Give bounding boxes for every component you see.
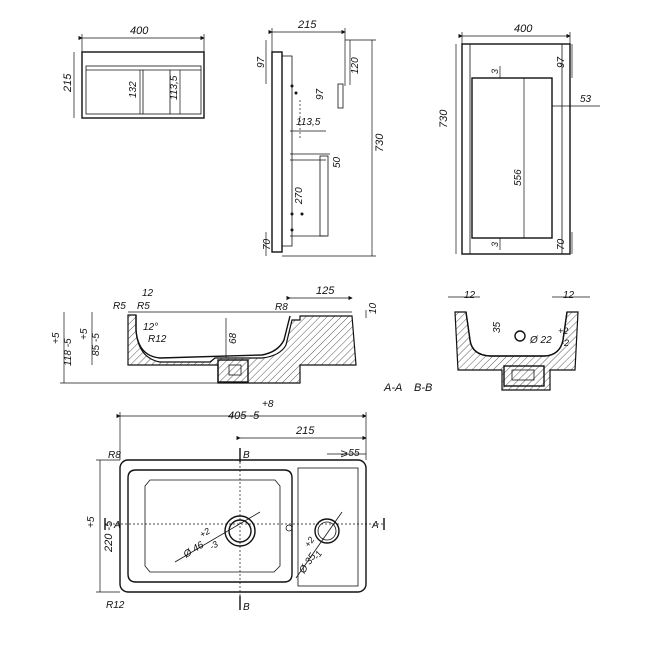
section-aa-label: A-A (383, 382, 402, 394)
bb-height-label: 35 (492, 321, 503, 333)
plan-mark-a-right: A (371, 520, 379, 531)
aa-total-tol-label: +5 (51, 332, 62, 344)
plan-mark-a-left: A (113, 520, 121, 531)
plan-min-label: ⩾55 (340, 448, 360, 459)
rear-view: 400 730 97 53 3 556 3 70 (438, 23, 600, 255)
plan-mark-b-bottom: B (243, 602, 250, 613)
aa-basin-tol-label: +5 (79, 328, 90, 340)
plan-width-tol-label: +8 (262, 399, 274, 410)
front-height-label: 215 (62, 73, 74, 93)
section-bb: 12 12 35 Ø 22 +2 -2 (448, 290, 590, 391)
aa-width-label: 125 (316, 285, 335, 297)
side-view: 215 97 120 97 113,5 50 270 70 730 (256, 19, 386, 257)
bb-tol-top-label: +2 (558, 326, 568, 336)
aa-angle-label: 12° (143, 322, 158, 333)
side-width-label: 215 (297, 19, 317, 31)
aa-r5-left-label: R5 (113, 301, 126, 312)
bb-right-label: 12 (563, 290, 575, 301)
plan-width-label: 405 -5 (228, 410, 260, 422)
plan-drain-dia-label: Ø 46 (181, 539, 206, 561)
rear-inner-height-label: 556 (513, 169, 524, 186)
plan-r8-label: R8 (108, 450, 121, 461)
plan-height-label: 220 -5 (103, 520, 115, 553)
plan-height-tol-label: +5 (86, 516, 97, 528)
side-top-label: 97 (256, 56, 267, 68)
side-upper-label: 120 (350, 57, 361, 74)
plan-r12-label: R12 (106, 600, 125, 611)
side-depth-label: 113,5 (296, 117, 321, 128)
plan-drain-tol-bot-label: -3 (208, 539, 220, 552)
rear-height-label: 730 (438, 109, 450, 128)
aa-r5-right-label: R5 (137, 301, 150, 312)
rear-width-label: 400 (514, 23, 533, 35)
bb-tol-bot-label: -2 (561, 338, 569, 348)
plan-offset-label: 215 (295, 425, 315, 437)
aa-depth-label: 68 (228, 332, 239, 344)
aa-rim-label: 10 (368, 302, 379, 314)
side-50-label: 50 (332, 156, 343, 168)
aa-r8-label: R8 (275, 302, 288, 313)
front-inner-height-label: 132 (128, 81, 139, 98)
front-view: 400 215 132 113,5 (62, 25, 205, 119)
side-mid-label: 97 (315, 88, 326, 100)
section-aa: R5 R5 12 12° R12 R8 125 10 68 +5 118 -5 … (51, 285, 379, 384)
side-height-label: 730 (374, 133, 386, 152)
aa-12-label: 12 (142, 288, 154, 299)
front-width-label: 400 (130, 25, 149, 37)
aa-total-height-label: 118 -5 (63, 338, 74, 366)
rear-bottom-label: 70 (556, 238, 567, 250)
bb-dia-label: Ø 22 (529, 335, 552, 346)
section-bb-label: B-B (414, 382, 432, 394)
rear-gap-bottom-label: 3 (490, 242, 500, 247)
rear-top-label: 97 (556, 56, 567, 68)
plan-mark-b-top: B (243, 450, 250, 461)
rear-side-label: 53 (580, 94, 592, 105)
plan-tap-tol-top-label: +2 (302, 535, 316, 549)
rear-gap-top-label: 3 (490, 69, 500, 74)
front-inner-depth-label: 113,5 (169, 75, 180, 100)
plan-drain-tol-top-label: +2 (198, 526, 212, 540)
side-270-label: 270 (294, 187, 305, 205)
aa-basin-height-label: 85 -5 (91, 333, 102, 356)
aa-r12-label: R12 (148, 334, 167, 345)
bb-left-label: 12 (464, 290, 476, 301)
plan-view: +8 405 -5 215 ⩾55 R8 +5 220 -5 R12 Ø 46 … (86, 399, 385, 613)
side-bottom-label: 70 (262, 238, 273, 250)
